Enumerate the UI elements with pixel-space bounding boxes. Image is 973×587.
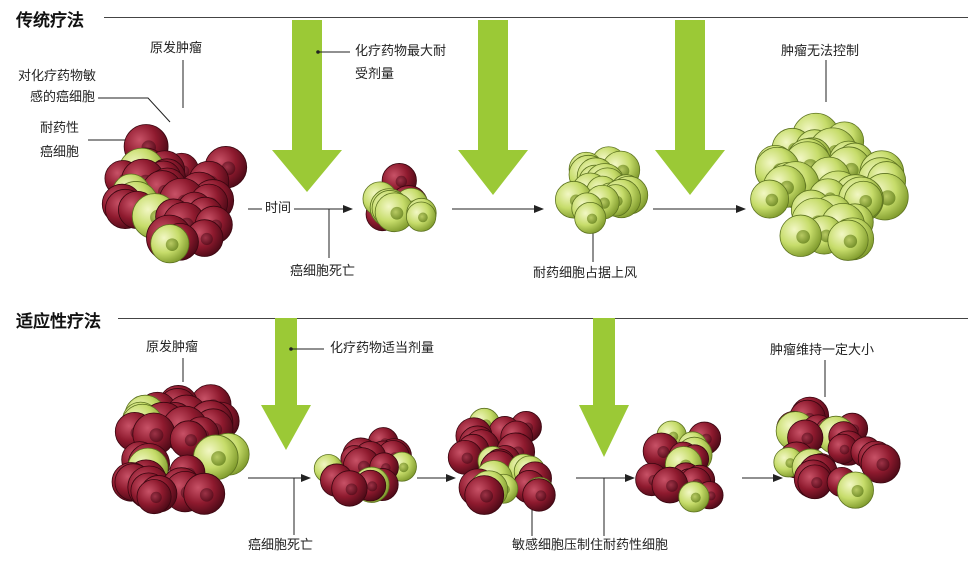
proper-dose-arrow-2 — [579, 318, 629, 457]
sensitive-cell — [464, 475, 505, 515]
max-dose-label-line2: 受剂量 — [355, 67, 395, 82]
sensitive-cells-label-line2: 感的癌细胞 — [30, 90, 96, 105]
stable-size-label: 肿瘤维持一定大小 — [770, 343, 875, 358]
adaptive-primary-tumor-cluster — [111, 384, 250, 515]
resistant-cells-label-line2: 癌细胞 — [40, 145, 80, 160]
resistant-cell — [836, 471, 874, 509]
resistant-dominate-label: 耐药细胞占据上风 — [533, 266, 638, 281]
leader-lines-conventional — [88, 51, 827, 262]
cell-death-label: 癌细胞死亡 — [290, 264, 356, 279]
sensitive-cell — [860, 443, 901, 484]
sensitive-cell — [183, 472, 226, 515]
resistant-cell — [150, 224, 190, 264]
max-dose-arrow-3 — [655, 20, 725, 195]
resistant-cell — [406, 201, 437, 232]
uncontrolled-tumor-cluster — [750, 112, 909, 261]
proper-dose-arrow-1 — [261, 318, 311, 450]
max-dose-arrow-1 — [272, 20, 342, 192]
proper-dose-label: 化疗药物适当剂量 — [330, 341, 435, 356]
conventional-therapy-title: 传统疗法 — [16, 11, 84, 31]
adaptive-title-rule — [118, 318, 968, 319]
resistant-cell — [827, 219, 869, 261]
adaptive-shrunk-cluster — [313, 427, 417, 507]
sensitive-cell — [797, 464, 833, 500]
sensitive-cells-label-line1: 对化疗药物敏 — [18, 69, 97, 84]
max-dose-leader-dot — [316, 50, 320, 54]
sensitive-suppress-label: 敏感细胞压制住耐药性细胞 — [512, 538, 669, 553]
proper-dose-leader-dot — [289, 347, 293, 351]
resistant-cell — [750, 179, 790, 219]
sensitive-cell — [136, 479, 172, 515]
conventional-title-rule — [104, 17, 968, 18]
adaptive-primary-tumor-label: 原发肿瘤 — [146, 340, 199, 355]
sensitive-cell — [522, 478, 556, 512]
resistant-cell — [678, 481, 710, 513]
primary-tumor-cluster — [101, 124, 248, 264]
resistant-cells-label-line1: 耐药性 — [40, 121, 80, 136]
max-dose-arrow-2 — [458, 20, 528, 195]
adaptive-cell-death-label: 癌细胞死亡 — [248, 538, 314, 553]
adaptive-regrown-cluster — [447, 407, 556, 515]
resistant-cell — [779, 214, 822, 257]
adaptive-therapy-title: 适应性疗法 — [16, 312, 101, 332]
adaptive-stable-cluster — [773, 396, 901, 509]
leader-lines-adaptive — [182, 348, 826, 536]
resistant-dominant-cluster — [555, 146, 649, 234]
max-dose-label-line1: 化疗药物最大耐 — [355, 44, 447, 59]
resistant-cell — [574, 201, 607, 234]
uncontrolled-tumor-label: 肿瘤无法控制 — [781, 44, 860, 59]
adaptive-second-shrunk-cluster — [635, 420, 724, 513]
resistant-cell — [374, 192, 415, 233]
post-treatment-cluster — [362, 163, 437, 233]
time-label: 时间 — [262, 200, 295, 218]
primary-tumor-label: 原发肿瘤 — [150, 41, 203, 56]
sensitive-cell — [331, 470, 368, 507]
